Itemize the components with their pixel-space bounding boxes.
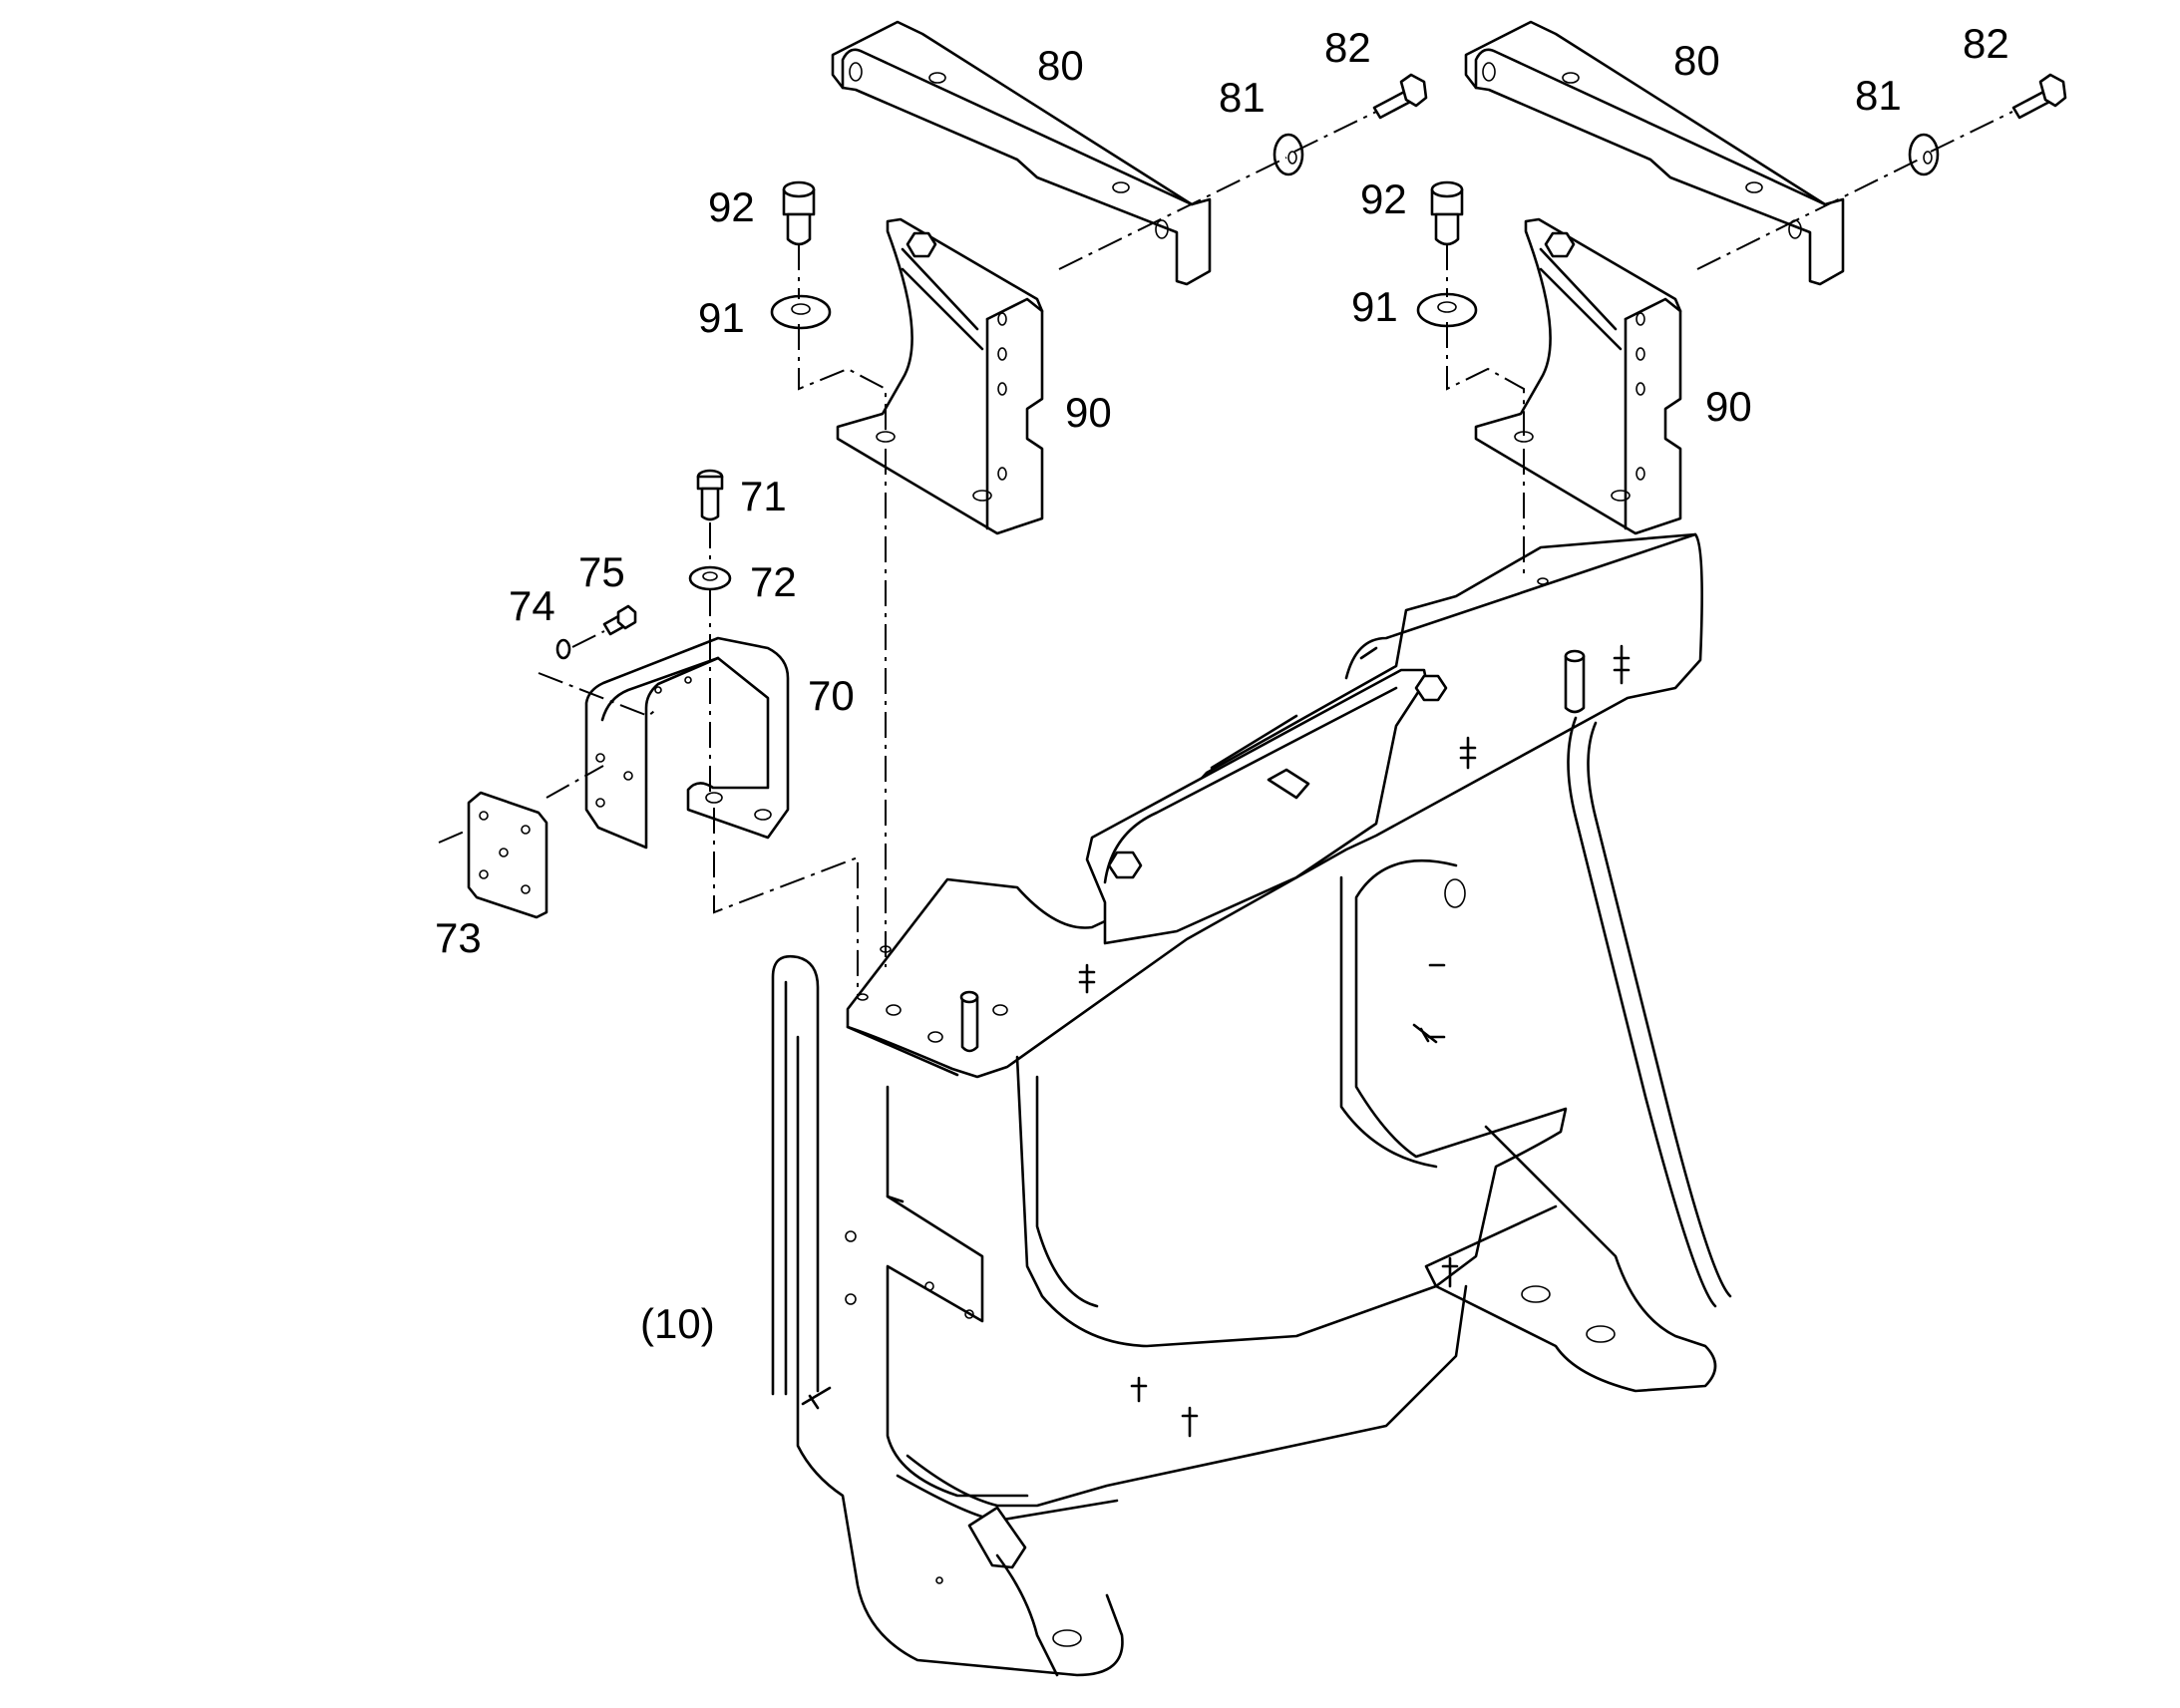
bracket-70 [584,636,790,850]
callout-81-right: 81 [1855,72,1902,119]
callout-80-right: 80 [1673,37,1720,84]
callout-92-right: 92 [1360,175,1407,222]
screw-75 [602,604,637,636]
callout-71: 71 [740,473,787,519]
callout-92-left: 92 [708,183,755,230]
callout-70: 70 [808,672,855,719]
mount-90-left [836,217,1044,535]
plate-73 [467,791,548,919]
washer-91-left [770,294,832,330]
callout-75: 75 [578,548,625,595]
washer-74 [555,638,571,660]
washer-81-right [1908,133,1940,176]
callout-90-left: 90 [1065,389,1112,436]
callout-82-left: 82 [1324,24,1371,71]
upper-bracket-80-right [1464,20,1845,286]
bolt-92-right [1430,180,1464,246]
callout-90-right: 90 [1705,383,1752,430]
washer-91-right [1416,292,1478,328]
bolt-82-left [1372,73,1428,120]
callout-73: 73 [435,914,482,961]
assembly-lines [438,111,2013,997]
callout-91-left: 91 [698,294,745,341]
bolt-92-left [782,180,816,246]
washer-81-left [1272,133,1304,176]
callout-82-right: 82 [1963,20,2009,67]
bolt-82-right [2011,73,2067,120]
bolt-71 [696,469,724,521]
callout-91-right: 91 [1351,283,1398,330]
mount-90-right [1474,217,1682,535]
washer-72 [688,565,732,591]
callout-labels: 80 80 81 81 82 82 92 92 91 91 90 90 71 7… [435,20,2009,1347]
callout-72: 72 [750,558,797,605]
callout-10: (10) [640,1300,715,1347]
main-frame-10 [771,532,1732,1677]
callout-74: 74 [509,582,555,629]
callout-81-left: 81 [1219,74,1266,121]
upper-bracket-80-left [831,20,1212,286]
callout-80-left: 80 [1037,42,1084,89]
